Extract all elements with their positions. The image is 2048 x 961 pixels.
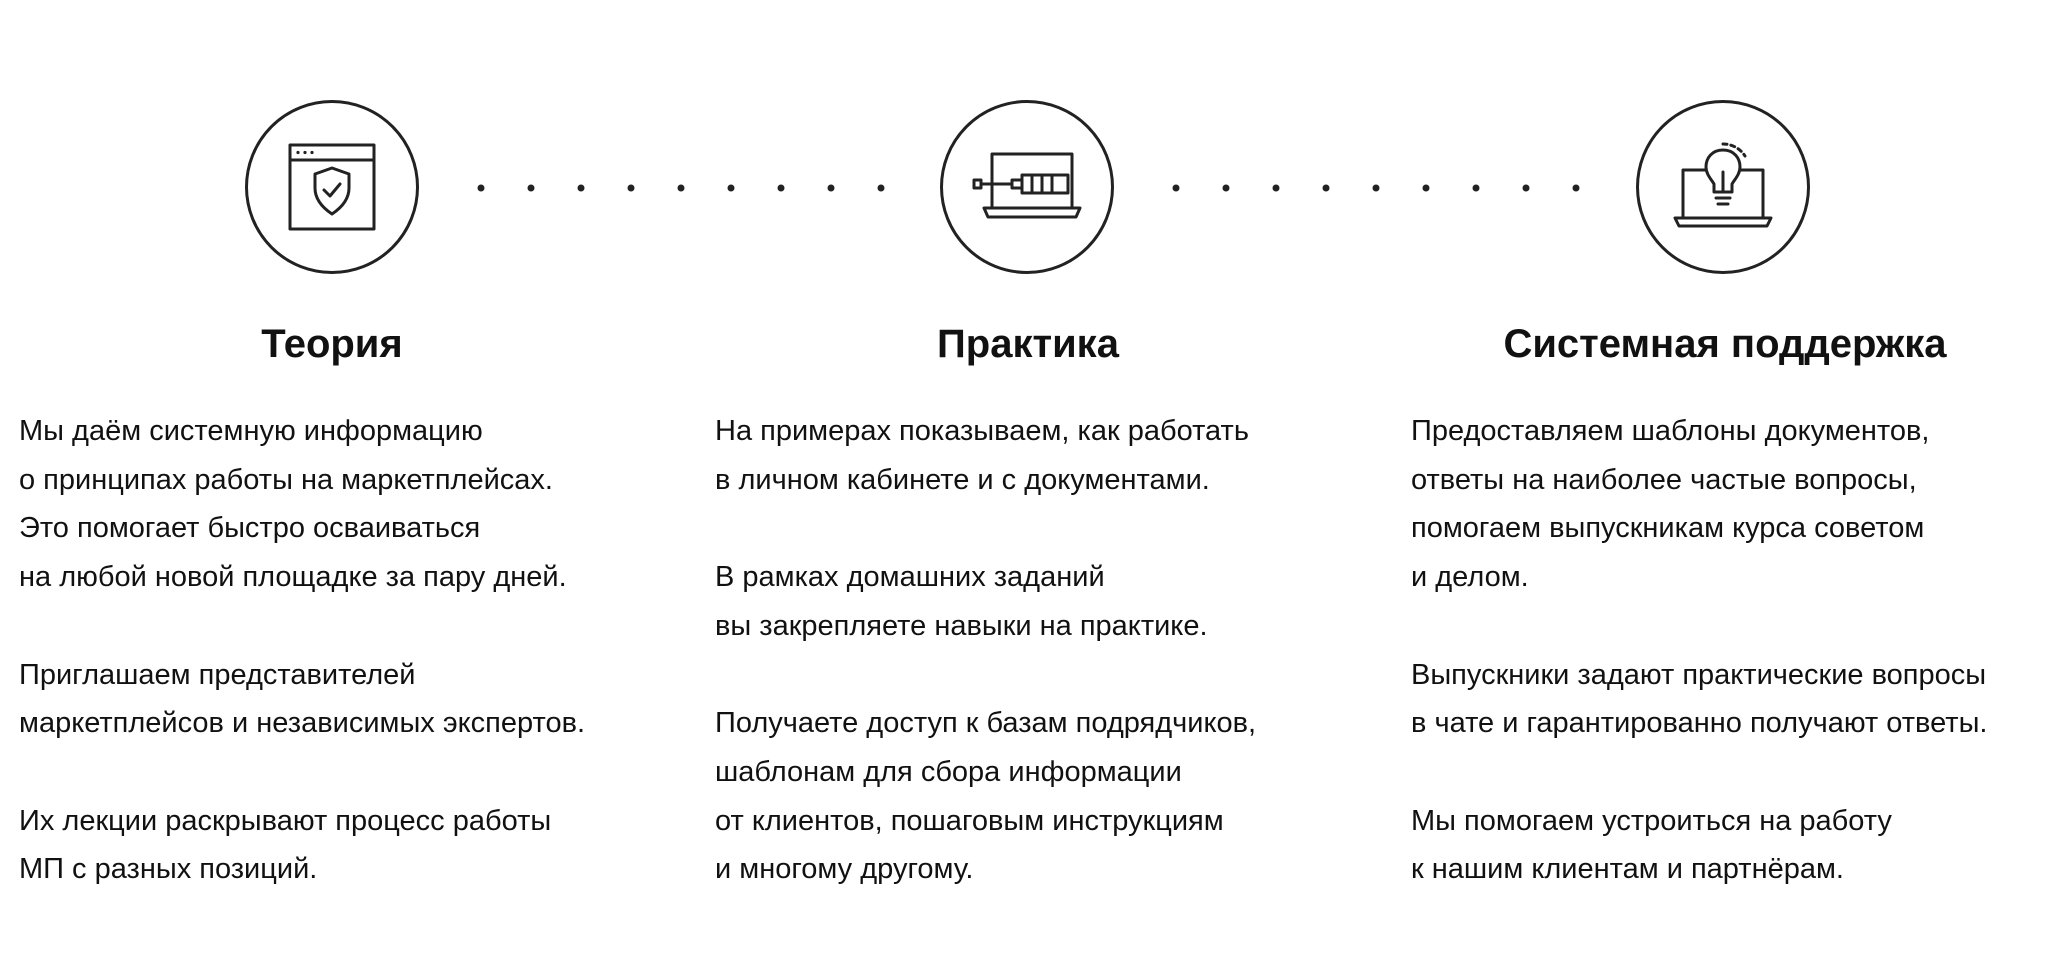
browser-shield-icon bbox=[288, 143, 376, 231]
laptop-lightbulb-icon bbox=[1673, 142, 1773, 228]
paragraph: Приглашаем представителей маркетплейсов … bbox=[19, 651, 585, 748]
column-text-practice: На примерах показываем, как работать в л… bbox=[715, 407, 1256, 894]
text-line: Это помогает быстро осваиваться bbox=[19, 512, 481, 545]
text-line: маркетплейсов и независимых экспертов. bbox=[19, 707, 586, 740]
text-line: На примерах показываем, как работать bbox=[715, 415, 1249, 447]
text-line: в чате и гарантированно получают ответы. bbox=[1411, 707, 1988, 740]
text-line: в личном кабинете и с документами. bbox=[715, 463, 1210, 496]
laptop-screwdriver-icon bbox=[972, 152, 1082, 219]
paragraph: В рамках домашних заданий вы закрепляете… bbox=[715, 553, 1256, 650]
text-line: и делом. bbox=[1411, 561, 1529, 594]
text-line: МП с разных позиций. bbox=[19, 853, 318, 886]
paragraph: Предоставляем шаблоны документов, ответы… bbox=[1411, 407, 1987, 602]
theory-icon-circle bbox=[245, 100, 419, 274]
paragraph: Их лекции раскрывают процесс работы МП с… bbox=[19, 797, 585, 894]
column-title-theory: Теория bbox=[261, 322, 403, 366]
text-line: В рамках домашних заданий bbox=[715, 561, 1105, 594]
text-line: помогаем выпускникам курса советом bbox=[1411, 512, 1925, 545]
paragraph: Мы даём системную информацию о принципах… bbox=[19, 407, 585, 602]
paragraph: Выпускники задают практические вопросы в… bbox=[1411, 651, 1987, 748]
text-line: Получаете доступ к базам подрядчиков, bbox=[715, 707, 1257, 740]
text-line: Мы даём системную информацию bbox=[19, 415, 483, 447]
column-text-theory: Мы даём системную информацию о принципах… bbox=[19, 407, 585, 894]
text-line: Выпускники задают практические вопросы bbox=[1411, 658, 1987, 691]
text-line: Мы помогаем устроиться на работу bbox=[1411, 804, 1892, 837]
paragraph: Получаете доступ к базам подрядчиков, ша… bbox=[715, 699, 1256, 894]
text-line: о принципах работы на маркетплейсах. bbox=[19, 463, 553, 496]
practice-icon-circle bbox=[940, 100, 1114, 274]
text-line: и многому другому. bbox=[715, 853, 974, 886]
text-line: вы закрепляете навыки на практике. bbox=[715, 609, 1208, 642]
column-title-support: Системная поддержка bbox=[1503, 322, 1947, 366]
column-title-practice: Практика bbox=[937, 322, 1119, 366]
text-line: Предоставляем шаблоны документов, bbox=[1411, 415, 1930, 447]
column-text-support: Предоставляем шаблоны документов, ответы… bbox=[1411, 407, 1987, 894]
text-line: Их лекции раскрывают процесс работы bbox=[19, 804, 552, 837]
paragraph: На примерах показываем, как работать в л… bbox=[715, 407, 1256, 504]
text-line: ответы на наиболее частые вопросы, bbox=[1411, 463, 1917, 496]
text-line: на любой новой площадке за пару дней. bbox=[19, 561, 567, 594]
paragraph: Мы помогаем устроиться на работу к нашим… bbox=[1411, 797, 1987, 894]
connector-dots-1 bbox=[477, 184, 885, 192]
text-line: от клиентов, пошаговым инструкциям bbox=[715, 804, 1224, 837]
text-line: Приглашаем представителей bbox=[19, 658, 416, 691]
text-line: к нашим клиентам и партнёрам. bbox=[1411, 853, 1844, 886]
support-icon-circle bbox=[1636, 100, 1810, 274]
connector-dots-2 bbox=[1172, 184, 1580, 192]
text-line: шаблонам для сбора информации bbox=[715, 755, 1182, 788]
